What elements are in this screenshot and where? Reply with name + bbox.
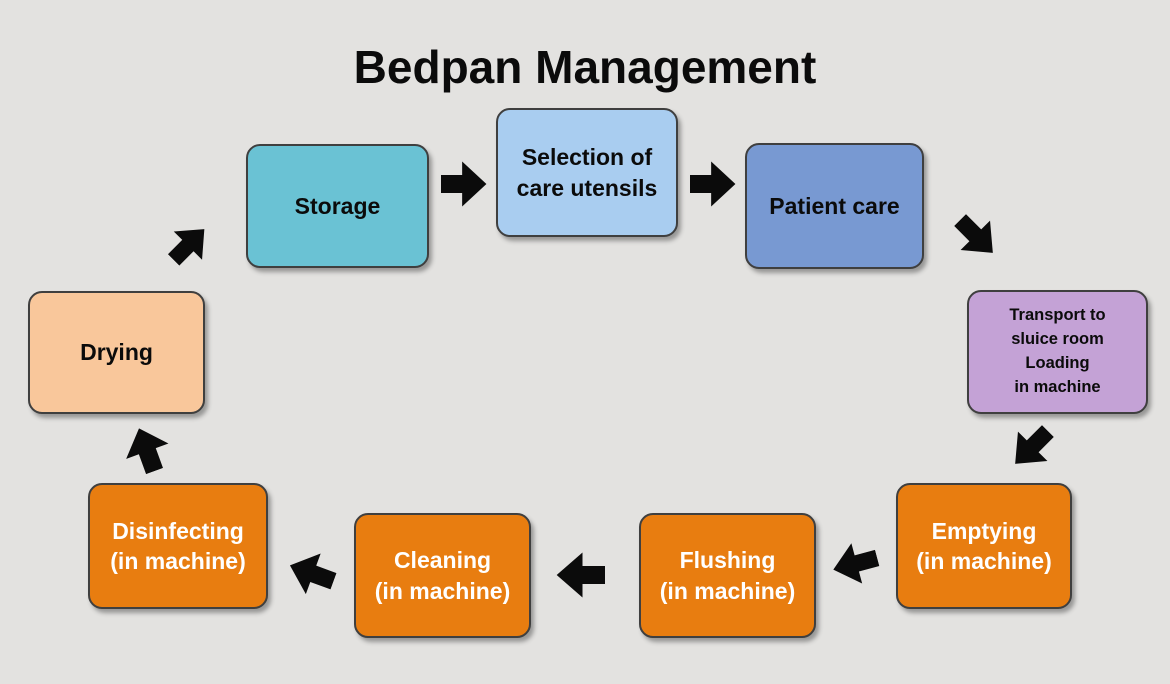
node-label: in machine bbox=[1014, 377, 1101, 396]
node-label: Disinfecting bbox=[112, 517, 244, 544]
node-flushing: Flushing (in machine) bbox=[639, 513, 816, 638]
node-storage: Storage bbox=[246, 144, 429, 268]
arrow-drying-to-storage-icon bbox=[157, 211, 223, 277]
node-label: Flushing bbox=[679, 547, 776, 574]
node-label: (in machine) bbox=[374, 577, 511, 604]
node-label: Patient care bbox=[769, 192, 900, 219]
node-selection-of-care-utensils: Selection of care utensils bbox=[496, 108, 678, 237]
arrow-emptying-to-flushing-icon bbox=[825, 534, 883, 594]
node-label: Transport to bbox=[1009, 306, 1106, 325]
arrow-transport-to-emptying-icon bbox=[996, 413, 1065, 482]
node-patient-care: Patient care bbox=[745, 143, 924, 269]
node-cleaning: Cleaning (in machine) bbox=[354, 513, 531, 638]
arrow-patient-care-to-transport-icon bbox=[942, 202, 1011, 271]
node-label: (in machine) bbox=[110, 548, 246, 574]
arrow-disinfecting-to-drying-icon bbox=[113, 418, 180, 481]
arrow-flushing-to-cleaning-icon bbox=[555, 548, 605, 602]
node-label: Selection of bbox=[521, 144, 653, 171]
arrow-selection-to-patient-care-icon bbox=[690, 157, 737, 211]
node-label: Emptying bbox=[931, 517, 1037, 544]
node-emptying: Emptying (in machine) bbox=[896, 483, 1072, 609]
node-label: sluice room bbox=[1011, 330, 1104, 349]
arrow-cleaning-to-disinfecting-icon bbox=[280, 540, 343, 605]
page-title: Bedpan Management bbox=[353, 41, 817, 93]
node-label: Cleaning bbox=[393, 547, 492, 574]
node-disinfecting: Disinfecting (in machine) bbox=[88, 483, 268, 609]
node-label: (in machine) bbox=[916, 548, 1052, 574]
node-label: Loading bbox=[1025, 354, 1090, 372]
arrow-storage-to-selection-icon bbox=[441, 157, 488, 211]
node-label: Drying bbox=[80, 339, 153, 366]
node-label: Storage bbox=[294, 192, 381, 219]
node-label: (in machine) bbox=[659, 577, 796, 604]
node-drying: Drying bbox=[28, 291, 205, 414]
node-transport-loading: Transport to sluice room Loading in mach… bbox=[967, 290, 1148, 414]
node-label: care utensils bbox=[516, 174, 658, 201]
